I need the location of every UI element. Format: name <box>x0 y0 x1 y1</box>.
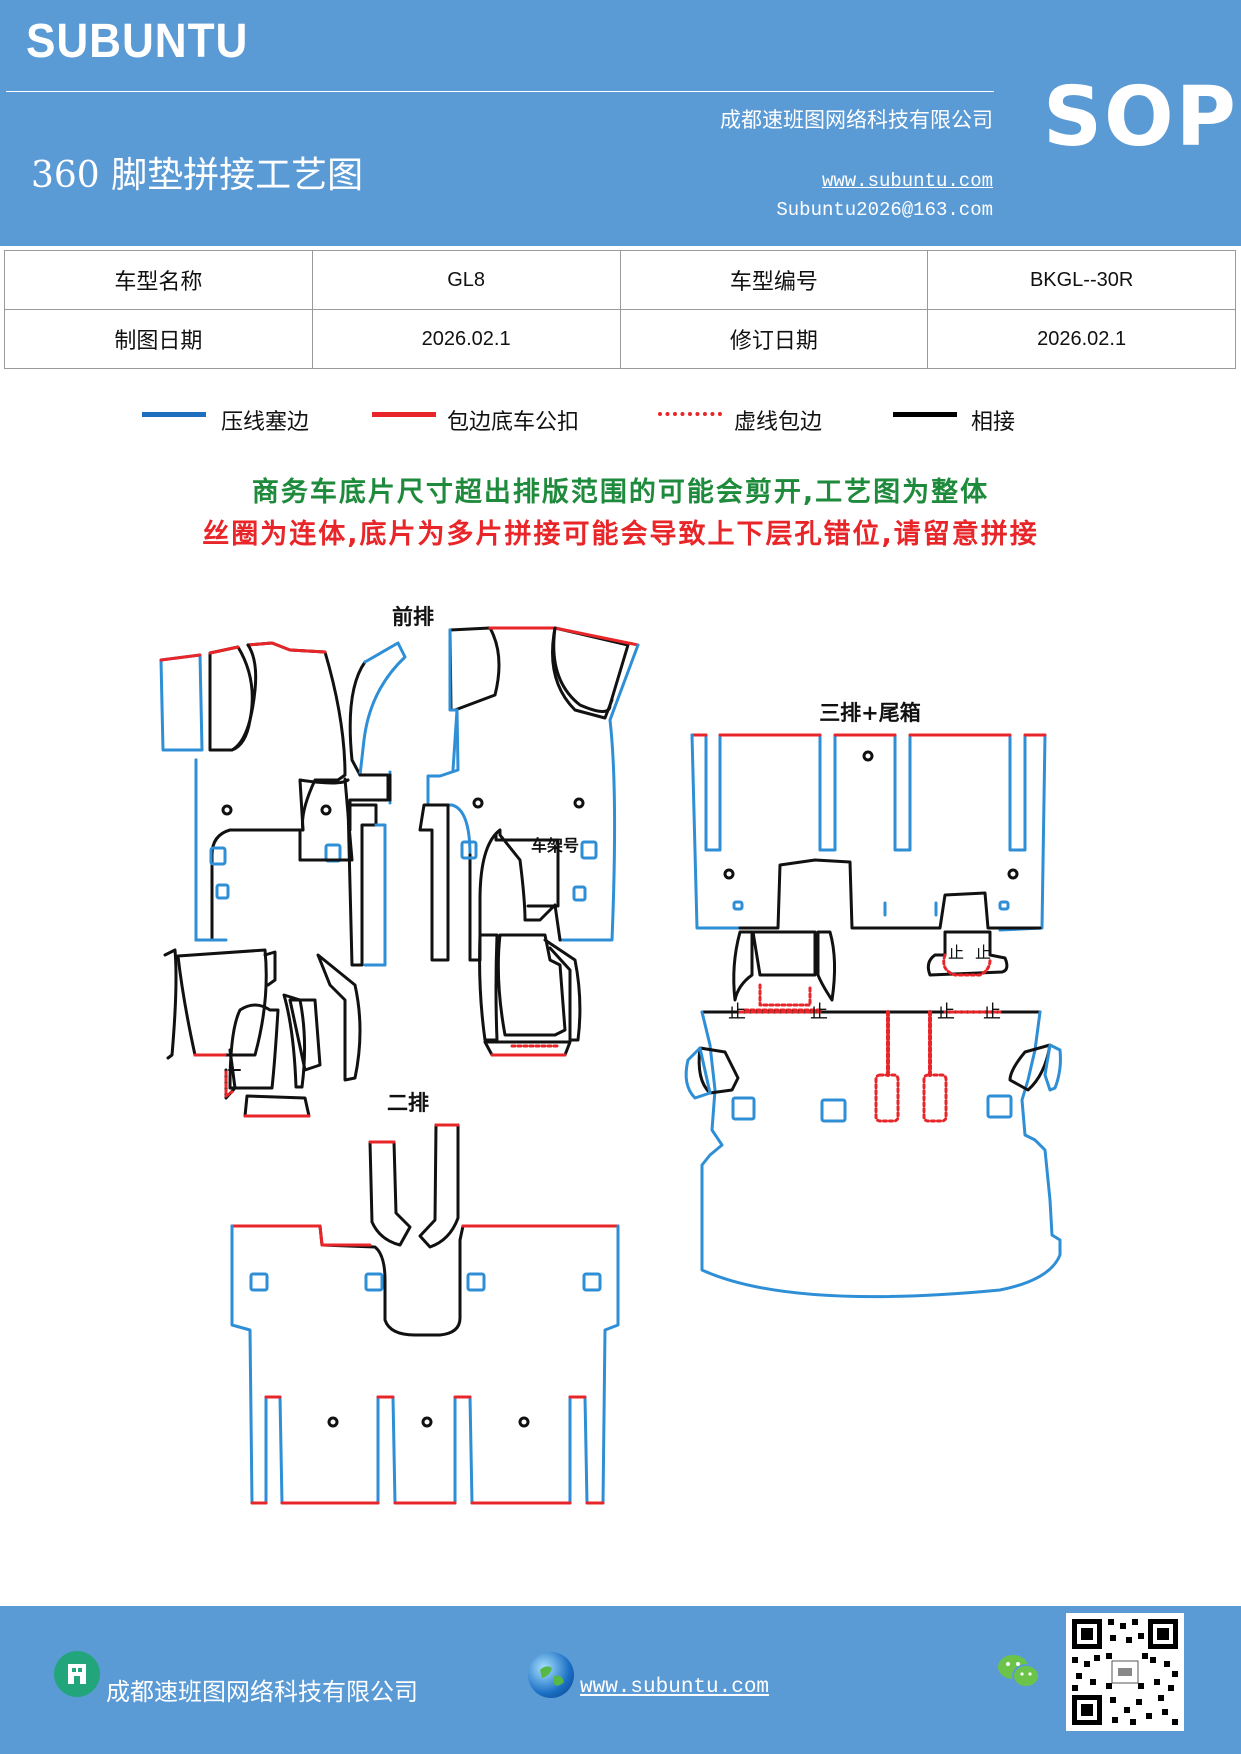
svg-text:止: 止 <box>810 1002 828 1023</box>
model-code-label: 车型编号 <box>619 250 929 310</box>
revise-date-value: 2026.02.1 <box>927 309 1236 369</box>
note-line-red: 丝圈为连体,底片为多片拼接可能会导致上下层孔错位,请留意拼接 <box>202 519 1039 550</box>
header-website-link[interactable]: www.subuntu.com <box>821 170 993 192</box>
svg-text:止: 止 <box>983 1002 1001 1023</box>
brand-logo: SUBUNTU <box>26 15 249 68</box>
draw-date-label: 制图日期 <box>4 309 313 369</box>
legend-label: 虚线包边 <box>734 410 823 435</box>
legend-label: 相接 <box>971 410 1016 435</box>
header-email[interactable]: Subuntu2026@163.com <box>776 199 993 221</box>
legend-swatch-red <box>372 412 436 417</box>
front-left-mat <box>159 641 407 967</box>
floor-mat-diagram: 前排 <box>159 605 1062 1505</box>
note-line-green: 商务车底片尺寸超出排版范围的可能会剪开,工艺图为整体 <box>251 477 990 508</box>
vehicle-info-table: 车型名称 GL8 车型编号 BKGL--30R 制图日期 2026.02.1 修… <box>4 250 1236 369</box>
svg-text:止: 止 <box>937 1002 955 1023</box>
table-row: 制图日期 2026.02.1 修订日期 2026.02.1 <box>4 309 1236 369</box>
svg-text:止: 止 <box>948 943 964 962</box>
front-right-lower-pieces <box>478 933 582 1057</box>
second-row-mat <box>230 1123 620 1505</box>
frame-number-label: 车架号 <box>531 836 579 855</box>
svg-text:止: 止 <box>728 1002 746 1023</box>
line-legend: 压线塞边 包边底车公扣 虚线包边 相接 <box>0 400 1241 440</box>
model-code-value: BKGL--30R <box>927 250 1236 310</box>
front-lower-pieces <box>163 948 362 1118</box>
header-banner: SUBUNTU 360 脚垫拼接工艺图 成都速班图网络科技有限公司 www.su… <box>0 0 1241 246</box>
front-right-mat: 车架号 <box>418 626 640 962</box>
wechat-icon <box>996 1652 1042 1692</box>
front-row-label: 前排 <box>392 605 434 629</box>
header-company-name: 成都速班图网络科技有限公司 <box>720 108 993 132</box>
second-row-label: 二排 <box>387 1091 429 1115</box>
legend-swatch-red-dotted <box>658 412 722 416</box>
globe-icon <box>528 1652 574 1698</box>
revise-date-label: 修订日期 <box>619 309 929 369</box>
building-icon <box>54 1651 100 1697</box>
third-row-mat: 止 止 止 止 止 止 <box>684 733 1062 1299</box>
legend-label: 压线塞边 <box>221 410 310 435</box>
svg-text:止: 止 <box>975 943 991 962</box>
third-row-label: 三排+尾箱 <box>819 701 921 725</box>
legend-label: 包边底车公扣 <box>447 410 580 435</box>
footer-banner: 成都速班图网络科技有限公司 www.subuntu.com <box>0 1606 1241 1754</box>
sop-badge: SOP <box>1043 70 1238 165</box>
draw-date-value: 2026.02.1 <box>311 309 621 369</box>
legend-swatch-black <box>893 412 957 417</box>
table-row: 车型名称 GL8 车型编号 BKGL--30R <box>4 250 1236 310</box>
footer-website-link[interactable]: www.subuntu.com <box>580 1676 770 1699</box>
footer-company-name: 成都速班图网络科技有限公司 <box>106 1678 418 1706</box>
header-divider <box>6 91 994 92</box>
model-name-label: 车型名称 <box>4 250 313 310</box>
document-title: 360 脚垫拼接工艺图 <box>31 155 364 196</box>
legend-swatch-blue <box>142 412 206 417</box>
model-name-value: GL8 <box>311 250 621 310</box>
qr-code-image <box>1066 1613 1184 1731</box>
